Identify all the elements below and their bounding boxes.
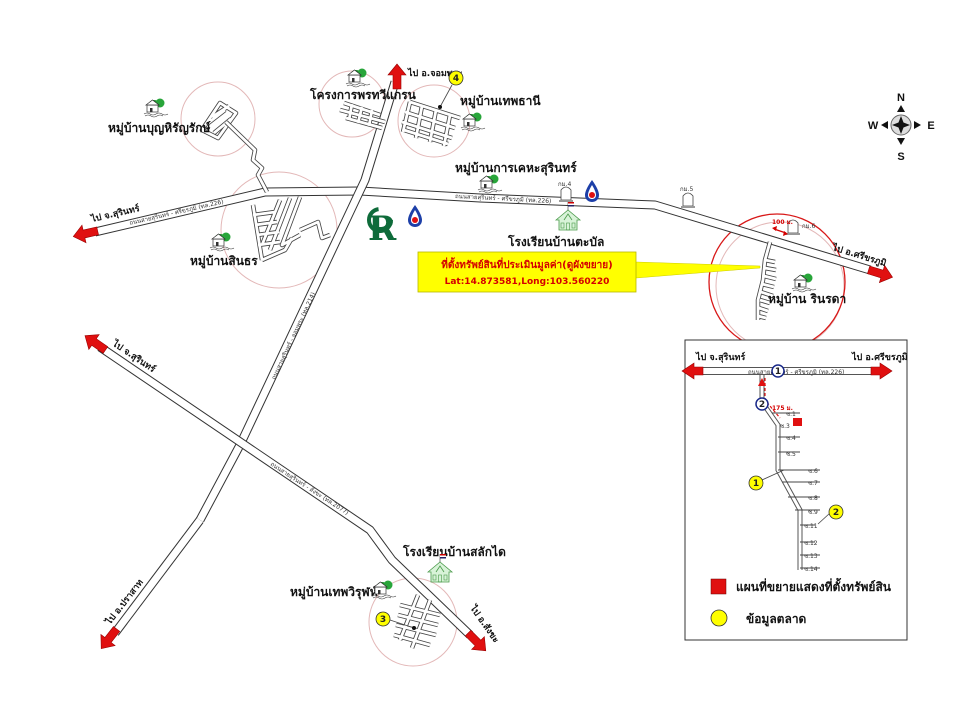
svg-text:ซ.6: ซ.6 <box>808 468 818 475</box>
legend-market-swatch <box>710 609 728 627</box>
subdivision-sinthorn <box>250 196 331 263</box>
place-sinthorn: หมู่บ้านสินธร <box>190 254 258 269</box>
road-226 <box>93 186 872 275</box>
subdivision-boonhirunruk <box>199 100 269 194</box>
property-callout: ที่ตั้งทรัพย์สินที่ประเมินมูลค่า(ดูผังขย… <box>417 251 761 293</box>
house-icon <box>209 232 235 252</box>
house-icon <box>477 174 503 194</box>
place-porntaweekran: โครงการพรทวีแกรน <box>309 87 417 102</box>
property-zone-highlight <box>708 213 846 351</box>
svg-text:100 ม.: 100 ม. <box>772 219 793 226</box>
svg-text:ซ.7: ซ.7 <box>808 480 818 487</box>
svg-text:2: 2 <box>759 400 765 410</box>
inset-soi-labels: ซ.1 ซ.3 ซ.4 ซ.5 ซ.6 ซ.7 ซ.8 ซ.9 ซ.11 ซ.1… <box>780 411 818 573</box>
house-icon <box>791 273 817 293</box>
place-thepwirut: หมู่บ้านเทพวิรุฬห์ <box>290 585 378 600</box>
inset-road-label: ถนนสายสุรินทร์ - ศรีขรภูมิ (ทล.226) <box>748 368 844 376</box>
inset-route-point-2: 2 <box>755 397 769 411</box>
compass-rose-icon: N S W E <box>868 92 935 163</box>
subdivision-thepwirut <box>393 594 441 649</box>
distance-marker: 100 ม. <box>772 219 793 236</box>
legend: แผนที่ขยายแสดงที่ตั้งทรัพย์สิน ข้อมูลตลา… <box>710 577 892 627</box>
inset-to-si-khoraphum: ไป อ.ศรีขรภูมิ <box>851 351 908 363</box>
fuel-station-icon <box>585 180 599 202</box>
label-to-chom-phra: ไป อ.จอมพระ <box>407 67 463 79</box>
place-school-tabal: โรงเรียนบ้านตะบัล <box>507 234 604 249</box>
svg-text:1: 1 <box>753 479 759 489</box>
svg-text:ซ.4: ซ.4 <box>786 435 796 442</box>
zone-circle-boonhirunruk <box>180 81 256 157</box>
svg-text:1: 1 <box>775 367 781 377</box>
svg-text:3: 3 <box>380 615 386 625</box>
place-rinrada: หมู่บ้าน รินรดา <box>768 292 846 307</box>
arrow-to-surin-west <box>70 221 100 246</box>
svg-text:4: 4 <box>453 74 459 84</box>
place-karakeha: หมู่บ้านการเคหะสุรินทร์ <box>455 161 577 176</box>
svg-text:ซ.14: ซ.14 <box>804 566 818 573</box>
road-2077-label: ถนนสายสุรินทร์ - สังขะ (ทล.2077) <box>269 460 350 517</box>
road-226-label-west: ถนนสายสุรินทร์ - ศรีขรภูมิ (ทล.226) <box>129 197 225 226</box>
km5-label: กม.5 <box>680 186 693 193</box>
svg-text:ซ.12: ซ.12 <box>804 540 818 547</box>
km4-marker-icon <box>558 186 574 203</box>
inset-market-point-2: 2 <box>817 504 844 525</box>
svg-text:N: N <box>897 92 905 104</box>
svg-text:W: W <box>868 120 879 132</box>
svg-text:ซ.11: ซ.11 <box>804 523 818 530</box>
place-school-salakdai: โรงเรียนบ้านสลักได <box>402 544 506 559</box>
inset-market-point-1: 1 <box>748 469 785 491</box>
market-marker-4: 4 <box>438 70 464 109</box>
inset-map: ไป จ.สุรินทร์ ไป อ.ศรีขรภูมิ ถนนสายสุริน… <box>681 339 908 641</box>
legend-market-label: ข้อมูลตลาด <box>746 612 807 627</box>
inset-to-surin: ไป จ.สุรินทร์ <box>695 351 745 363</box>
callout-coords: Lat:14.873581,Long:103.560220 <box>445 277 610 287</box>
subdivision-thepthani <box>400 99 461 147</box>
place-boonhirunruk: หมู่บ้านบุญหิรัญรักษ์ <box>108 121 211 136</box>
inset-route-point-1: 1 <box>771 364 785 378</box>
svg-text:S: S <box>897 151 904 163</box>
subdivision-porntaweekran <box>339 100 386 131</box>
callout-title: ที่ตั้งทรัพย์สินที่ประเมินมูลค่า(ดูผังขย… <box>441 257 612 272</box>
subdivision-rinrada <box>755 241 777 321</box>
r-logo-icon: R <box>367 207 397 249</box>
svg-text:E: E <box>927 120 934 132</box>
svg-text:ซ.3: ซ.3 <box>780 423 790 430</box>
km5-marker-icon <box>680 192 696 209</box>
svg-text:ซ.13: ซ.13 <box>804 553 818 560</box>
legend-property-label: แผนที่ขยายแสดงที่ตั้งทรัพย์สิน <box>736 577 892 594</box>
svg-text:ซ.1: ซ.1 <box>786 411 796 418</box>
road-214-south <box>111 517 204 636</box>
svg-text:ซ.9: ซ.9 <box>808 509 818 516</box>
road-214-vertical <box>196 80 400 523</box>
inset-distance: 175 ม. <box>772 405 793 412</box>
place-thepthani: หมู่บ้านเทพธานี <box>460 94 541 109</box>
house-icon <box>143 98 169 118</box>
km4-label: กม.4 <box>558 181 571 188</box>
svg-text:2: 2 <box>833 508 839 518</box>
market-marker-3: 3 <box>375 611 416 630</box>
road-2077 <box>97 343 474 639</box>
house-icon <box>460 112 486 132</box>
km6-label: กม.6 <box>802 223 815 230</box>
svg-text:ซ.5: ซ.5 <box>786 451 796 458</box>
road-214-label: ถนนสายสุรินทร์ - จอมพระ (ทล.214) <box>270 291 318 381</box>
fuel-station-icon <box>408 205 422 227</box>
inset-property-marker <box>793 418 802 426</box>
svg-text:ซ.8: ซ.8 <box>808 495 818 502</box>
legend-property-swatch <box>710 578 727 595</box>
